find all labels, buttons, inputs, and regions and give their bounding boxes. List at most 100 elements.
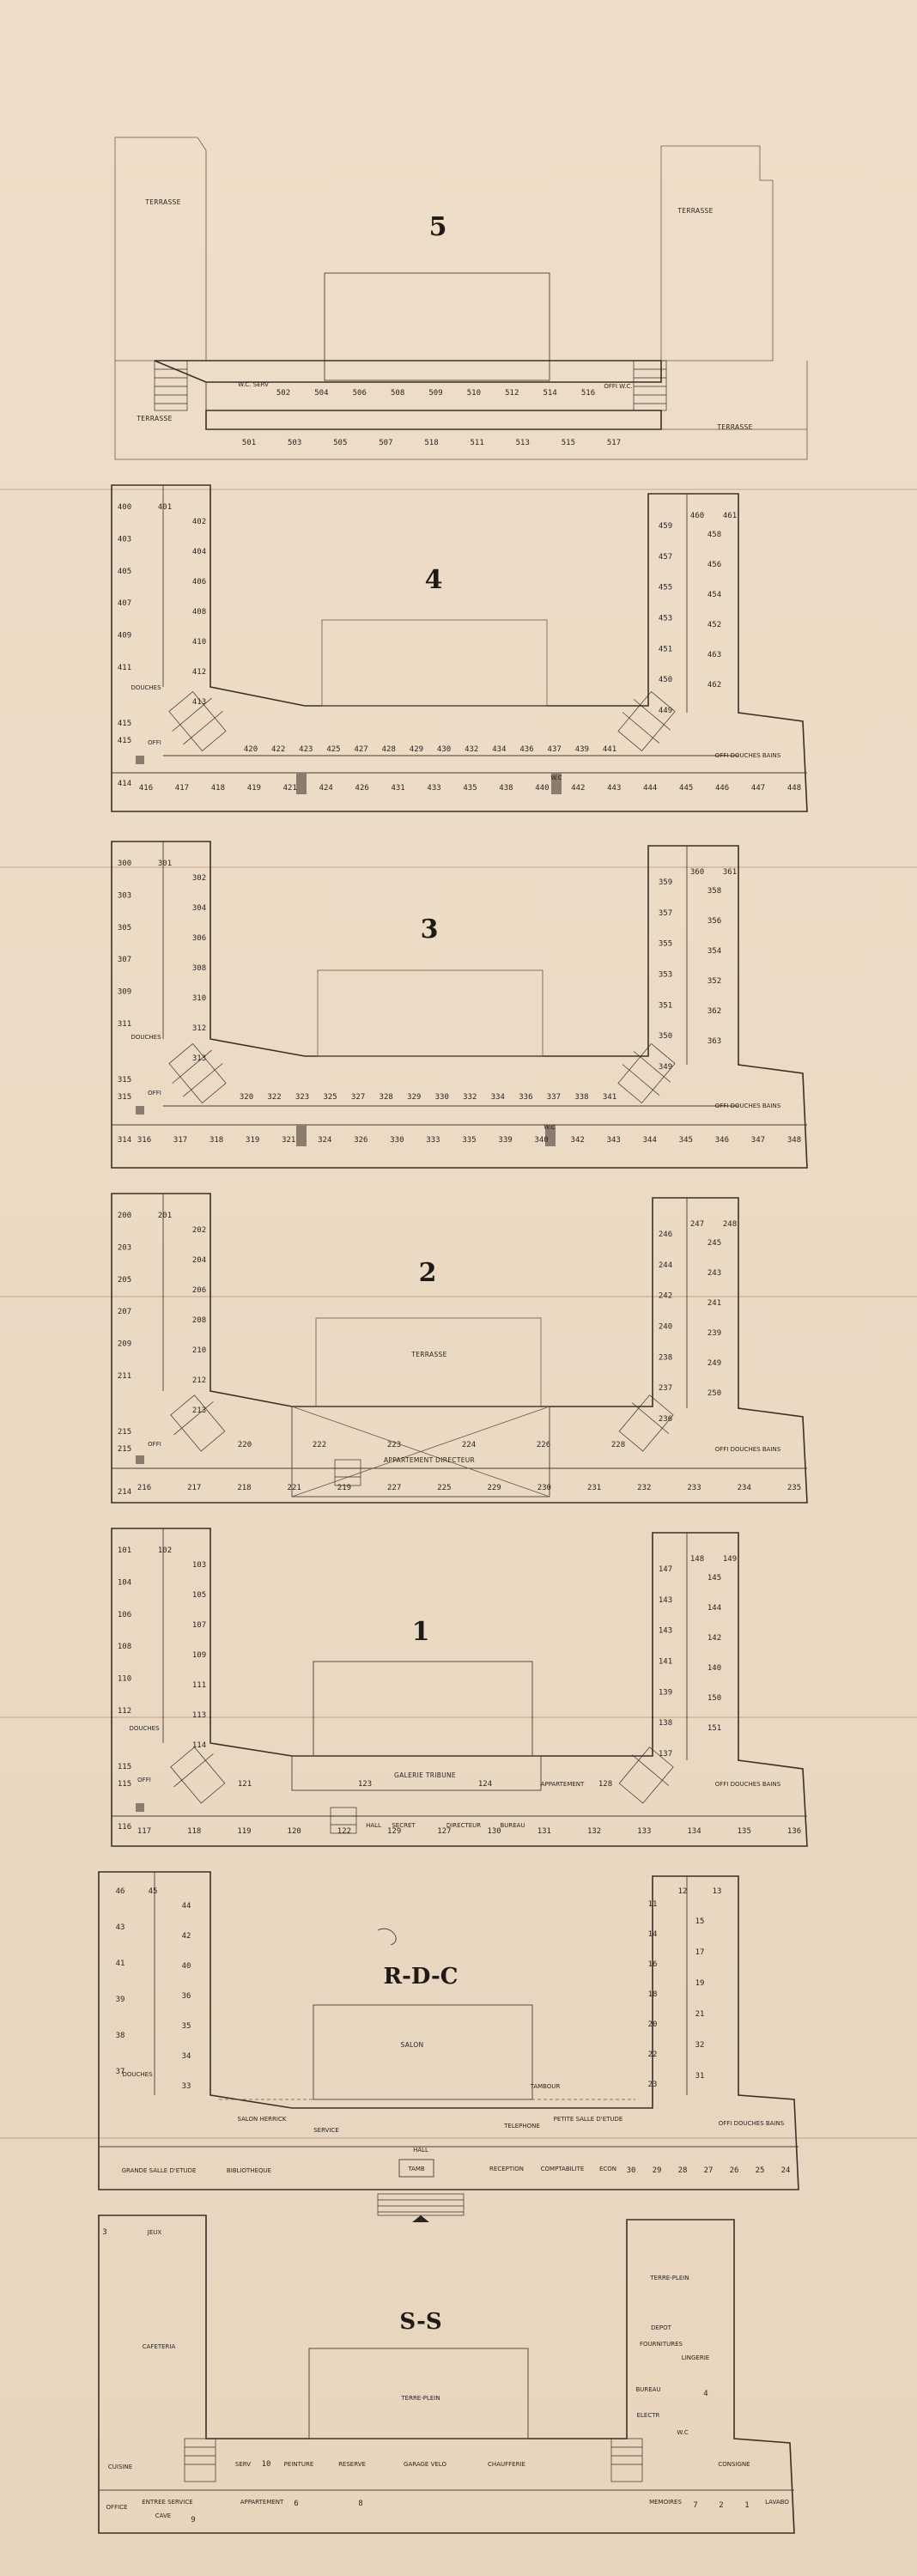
- salon-label: SALON: [401, 2041, 424, 2049]
- room-number: 13: [713, 1887, 722, 1896]
- room-number: 341: [603, 1093, 616, 1102]
- room-number: 216: [137, 1484, 151, 1492]
- room-number: 509: [428, 389, 442, 398]
- room-number: 223: [387, 1441, 401, 1449]
- room-number: 240: [659, 1323, 672, 1332]
- room-number: 33: [182, 2082, 191, 2091]
- kitchen-label: CUISINE: [108, 2464, 132, 2470]
- room-number: 412: [192, 668, 206, 677]
- room-number: 337: [547, 1093, 561, 1102]
- terrace-label: TERRASSE: [410, 1351, 446, 1358]
- room-number: 326: [354, 1136, 367, 1145]
- room-number: 406: [192, 578, 206, 586]
- room-number: 336: [519, 1093, 532, 1102]
- room-number: 456: [707, 561, 721, 569]
- room-number: 132: [587, 1827, 601, 1836]
- vestibule-label: TAMBOUR: [530, 2083, 561, 2090]
- room-number: 435: [463, 784, 477, 793]
- room-number: 309: [118, 988, 131, 997]
- director-label: DIRECTEUR: [446, 1822, 481, 1829]
- room-number: 26: [730, 2166, 739, 2175]
- room-number: 320: [240, 1093, 253, 1102]
- room-number: 8: [358, 2500, 362, 2508]
- office-showers-baths-label: OFFI DOUCHES BAINS: [715, 752, 781, 759]
- room-number: 28: [678, 2166, 688, 2175]
- room-number: 40: [182, 1962, 191, 1971]
- room-number: 102: [158, 1546, 172, 1555]
- room-number: 211: [118, 1372, 131, 1381]
- room-number: 31: [695, 2072, 705, 2081]
- room-number: 357: [659, 909, 672, 918]
- room-number: 215: [118, 1445, 131, 1454]
- room-number: 20: [648, 2020, 658, 2029]
- room-number: 144: [707, 1604, 721, 1613]
- room-number: 205: [118, 1276, 131, 1285]
- room-number: 135: [738, 1827, 751, 1836]
- supplies-label: FOURNITURES: [640, 2341, 683, 2348]
- room-number: 352: [707, 977, 721, 986]
- room-number: 316: [137, 1136, 151, 1145]
- room-number: 319: [246, 1136, 259, 1145]
- room-number: 226: [537, 1441, 550, 1449]
- office-label: OFFI: [148, 1090, 161, 1097]
- room-number: 141: [659, 1658, 672, 1667]
- room-number: 17: [695, 1948, 705, 1957]
- room-number: 328: [380, 1093, 393, 1102]
- room-number: 361: [723, 868, 737, 877]
- room-number: 431: [391, 784, 404, 793]
- room-number: 124: [478, 1780, 492, 1789]
- room-number: 150: [707, 1694, 721, 1703]
- cafeteria-label: CAFETERIA: [143, 2343, 176, 2350]
- room-number: 459: [659, 522, 672, 531]
- room-number: 204: [192, 1256, 206, 1265]
- room-number: 209: [118, 1340, 131, 1349]
- room-number: 231: [587, 1484, 601, 1492]
- room-number: 35: [182, 2022, 191, 2031]
- room-number: 446: [715, 784, 729, 793]
- director-apartment-label: APPARTEMENT DIRECTEUR: [384, 1456, 475, 1464]
- room-number: 353: [659, 971, 672, 980]
- room-number: 401: [158, 503, 172, 512]
- room-number: 149: [723, 1555, 737, 1564]
- room-number: 450: [659, 676, 672, 684]
- room-number: 307: [118, 956, 131, 964]
- office-showers-baths-label: OFFI DOUCHES BAINS: [719, 2120, 785, 2127]
- office-showers-baths-label: OFFI DOUCHES BAINS: [715, 1103, 781, 1109]
- room-number: 440: [535, 784, 549, 793]
- room-number: 145: [707, 1574, 721, 1583]
- room-number: 110: [118, 1675, 131, 1684]
- pantry-label: OFFICE: [106, 2504, 128, 2511]
- room-number: 235: [787, 1484, 801, 1492]
- room-number: 127: [437, 1827, 451, 1836]
- room-number: 106: [118, 1611, 131, 1619]
- room-number: 239: [707, 1329, 721, 1338]
- room-number: 338: [574, 1093, 588, 1102]
- terrace-label: TERRASSE: [144, 198, 180, 206]
- showers-label: DOUCHES: [131, 684, 161, 691]
- floor-title: 4: [425, 565, 443, 595]
- room-numbers: 1011041061081101121021031051071091111131…: [118, 1546, 801, 1836]
- room-number: 230: [537, 1484, 551, 1492]
- room-number: 458: [707, 531, 721, 539]
- office-room-label: BUREAU: [500, 1822, 525, 1829]
- room-number: 247: [690, 1220, 704, 1229]
- room-number: 234: [738, 1484, 751, 1492]
- cloakroom-label: CONSIGNE: [718, 2461, 750, 2468]
- wc-label: W.C: [677, 2429, 688, 2436]
- room-number: 434: [492, 745, 506, 754]
- room-number: 423: [299, 745, 313, 754]
- room-number: 420: [244, 745, 258, 754]
- room-number: 452: [707, 621, 721, 629]
- washroom-label: LAVABO: [765, 2499, 789, 2506]
- room-number: 348: [787, 1136, 801, 1145]
- room-number: 131: [537, 1827, 551, 1836]
- room-number: 313: [192, 1054, 206, 1063]
- room-number: 409: [118, 632, 131, 641]
- room-number: 249: [707, 1359, 721, 1368]
- games-room-label: JEUX: [147, 2229, 162, 2236]
- basement-plan: S-S JEUX CAFETERIA TERRE-PLEIN TERRE-PLE…: [98, 2215, 795, 2534]
- wc-label: W.C: [550, 775, 562, 781]
- room-number: 218: [237, 1484, 251, 1492]
